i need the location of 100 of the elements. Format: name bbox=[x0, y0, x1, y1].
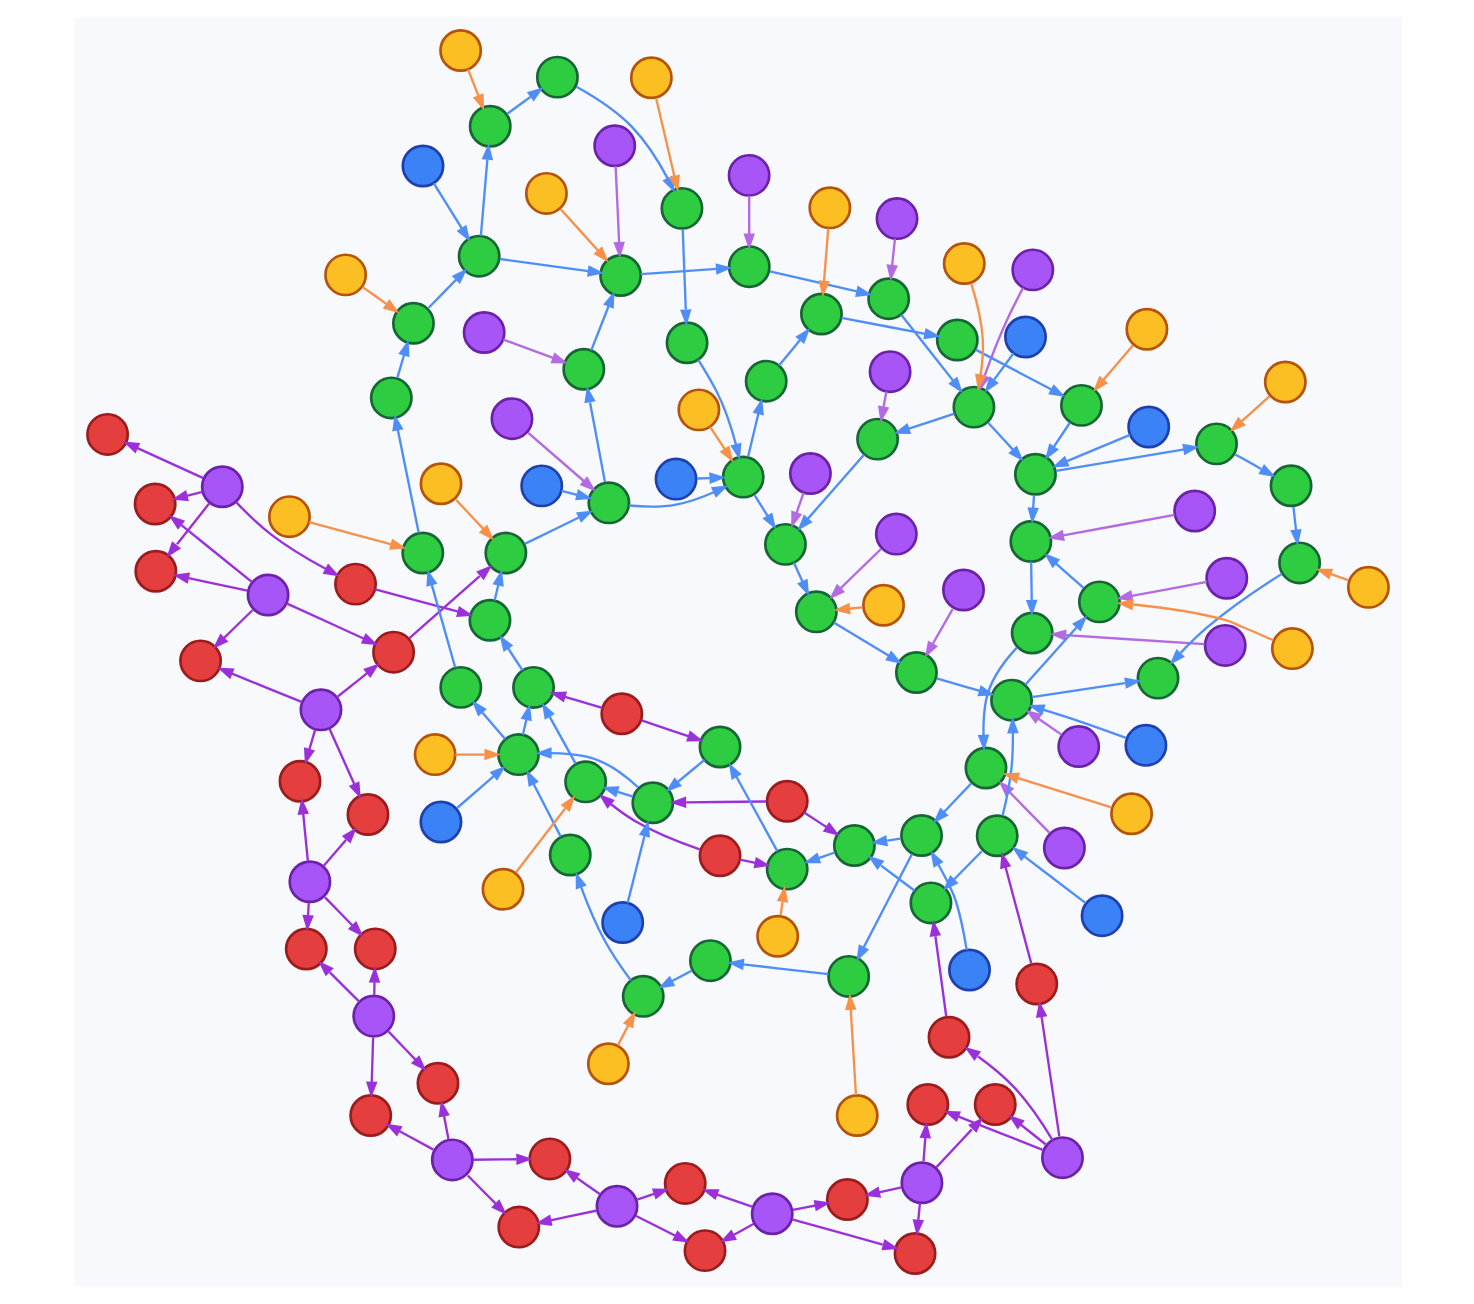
node-circle bbox=[874, 197, 918, 241]
node-circle bbox=[496, 1205, 540, 1249]
node-circle bbox=[400, 144, 444, 188]
arrow bbox=[1115, 598, 1273, 642]
node-circle bbox=[1202, 623, 1246, 667]
node-circle bbox=[1268, 464, 1312, 508]
node-circle bbox=[905, 1082, 949, 1126]
arrow bbox=[700, 1189, 752, 1208]
arrow bbox=[1010, 846, 1086, 905]
node-circle bbox=[1172, 489, 1216, 533]
node-circle bbox=[947, 948, 990, 992]
arrow bbox=[986, 421, 1023, 462]
node-circle bbox=[489, 397, 533, 441]
node-circle bbox=[1277, 541, 1321, 585]
node-circle bbox=[1010, 248, 1054, 292]
node-circle bbox=[1009, 611, 1053, 655]
arrow bbox=[679, 229, 691, 326]
arrow bbox=[745, 398, 763, 457]
node-circle bbox=[824, 1178, 868, 1221]
arrow bbox=[726, 958, 828, 976]
node-circle bbox=[418, 800, 462, 844]
node-circle bbox=[178, 639, 222, 683]
arrow bbox=[942, 1110, 1043, 1151]
node-circle bbox=[1040, 1136, 1083, 1180]
node-circle bbox=[1126, 405, 1170, 449]
arrow bbox=[941, 850, 982, 891]
node-circle bbox=[892, 1232, 936, 1276]
node-circle bbox=[534, 55, 578, 99]
arrow bbox=[386, 1030, 426, 1072]
arrow bbox=[742, 195, 754, 250]
node-circle bbox=[371, 630, 415, 674]
node-circle bbox=[787, 452, 831, 495]
arrow bbox=[501, 338, 567, 364]
arrow bbox=[478, 143, 493, 236]
node-circle bbox=[972, 1082, 1016, 1126]
arrow bbox=[866, 855, 915, 892]
arrow bbox=[718, 1222, 754, 1243]
node-circle bbox=[467, 104, 511, 148]
arrow bbox=[431, 182, 470, 242]
node-circle bbox=[418, 462, 462, 506]
arrow bbox=[560, 489, 592, 501]
arrow bbox=[167, 514, 253, 584]
arrow bbox=[1027, 704, 1126, 739]
node-circle bbox=[429, 1138, 473, 1182]
node-circle bbox=[893, 651, 937, 694]
node-circle bbox=[963, 746, 1007, 790]
node-circle bbox=[664, 321, 708, 365]
node-circle bbox=[653, 457, 697, 501]
arrow bbox=[498, 634, 523, 672]
arrow bbox=[999, 851, 1032, 964]
node-circle bbox=[352, 927, 396, 971]
arrow bbox=[885, 238, 897, 282]
node-circle bbox=[1262, 360, 1306, 404]
arrow bbox=[454, 498, 494, 541]
arrow bbox=[374, 588, 473, 618]
arrow bbox=[1024, 561, 1037, 617]
arrow bbox=[918, 1121, 931, 1162]
arrow bbox=[540, 702, 576, 765]
node-circle bbox=[132, 482, 176, 526]
arrow bbox=[1051, 433, 1130, 468]
node-circle bbox=[1003, 315, 1046, 359]
node-circle bbox=[561, 347, 605, 391]
arrow bbox=[514, 795, 575, 874]
arrow bbox=[367, 966, 380, 995]
arrow bbox=[498, 257, 604, 277]
node-circle bbox=[1079, 894, 1123, 938]
arrow bbox=[928, 919, 947, 1017]
arrow bbox=[365, 1037, 377, 1098]
arrow bbox=[574, 85, 674, 193]
arrow bbox=[639, 263, 732, 276]
arrow bbox=[969, 283, 986, 391]
node-circle bbox=[415, 1061, 459, 1105]
arrow bbox=[876, 391, 889, 423]
arrow bbox=[932, 782, 971, 824]
node-circle bbox=[861, 583, 905, 627]
arrow bbox=[1055, 443, 1199, 472]
arrow bbox=[802, 851, 834, 864]
node-circle bbox=[1345, 565, 1389, 609]
arrow bbox=[790, 1218, 898, 1251]
node-circle bbox=[974, 814, 1018, 858]
arrow bbox=[1168, 572, 1282, 665]
arrow bbox=[437, 1100, 449, 1140]
node-circle bbox=[199, 465, 243, 509]
arrow bbox=[1092, 344, 1133, 392]
node-circle bbox=[720, 455, 764, 499]
node-circle bbox=[697, 834, 741, 878]
arrow bbox=[1115, 580, 1207, 602]
arrow bbox=[635, 1188, 669, 1201]
arrow bbox=[696, 358, 741, 461]
node-circle bbox=[585, 1042, 629, 1086]
arrow bbox=[1048, 629, 1204, 646]
node-circle bbox=[726, 245, 770, 289]
arrow bbox=[777, 327, 810, 367]
arrow bbox=[1001, 772, 1111, 809]
node-circle bbox=[412, 733, 456, 777]
node-circle bbox=[867, 350, 911, 394]
arrow bbox=[216, 667, 302, 704]
node-circle bbox=[461, 311, 505, 355]
arrow bbox=[562, 1168, 600, 1196]
arrow bbox=[976, 647, 1017, 752]
